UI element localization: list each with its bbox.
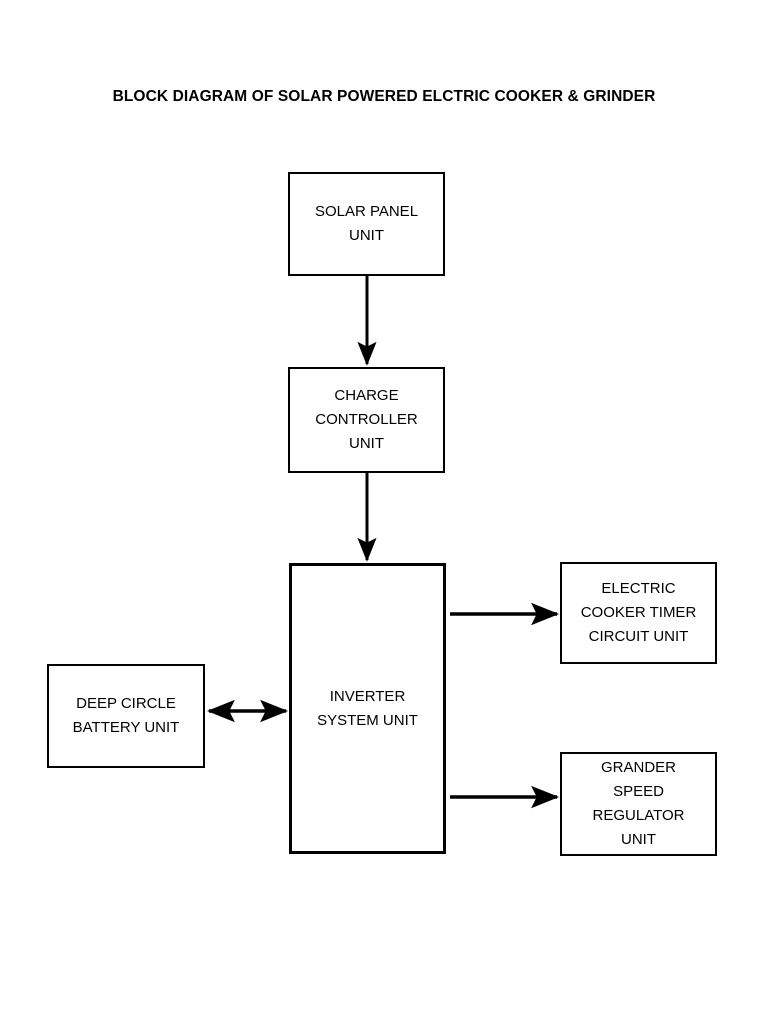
block-label-grander-speed-regulator-unit: GRANDER SPEED REGULATOR UNIT <box>592 759 685 848</box>
page-title-line-2: GRINDER <box>583 88 656 105</box>
block-charge-controller-unit[interactable]: CHARGE CONTROLLER UNIT <box>288 367 445 473</box>
block-solar-panel-unit[interactable]: SOLAR PANEL UNIT <box>288 172 445 276</box>
block-label-solar-panel-unit: SOLAR PANEL UNIT <box>314 203 419 244</box>
block-label-deep-circle-battery-unit: DEEP CIRCLE BATTERY UNIT <box>72 695 180 736</box>
block-deep-circle-battery-unit[interactable]: DEEP CIRCLE BATTERY UNIT <box>47 664 205 768</box>
page-title-line-1: BLOCK DIAGRAM OF SOLAR POWERED ELCTRIC C… <box>112 88 579 105</box>
block-label-inverter-system-unit: INVERTER SYSTEM UNIT <box>317 687 418 729</box>
block-grander-speed-regulator-unit[interactable]: GRANDER SPEED REGULATOR UNIT <box>560 752 717 856</box>
page-title: BLOCK DIAGRAM OF SOLAR POWERED ELCTRIC C… <box>96 84 672 109</box>
block-label-charge-controller-unit: CHARGE CONTROLLER UNIT <box>315 387 418 452</box>
block-inverter-system-unit[interactable]: INVERTER SYSTEM UNIT <box>289 563 446 854</box>
block-electric-cooker-timer-circuit-unit[interactable]: ELECTRIC COOKER TIMER CIRCUIT UNIT <box>560 562 717 664</box>
block-label-electric-cooker-timer-circuit-unit: ELECTRIC COOKER TIMER CIRCUIT UNIT <box>580 580 697 645</box>
